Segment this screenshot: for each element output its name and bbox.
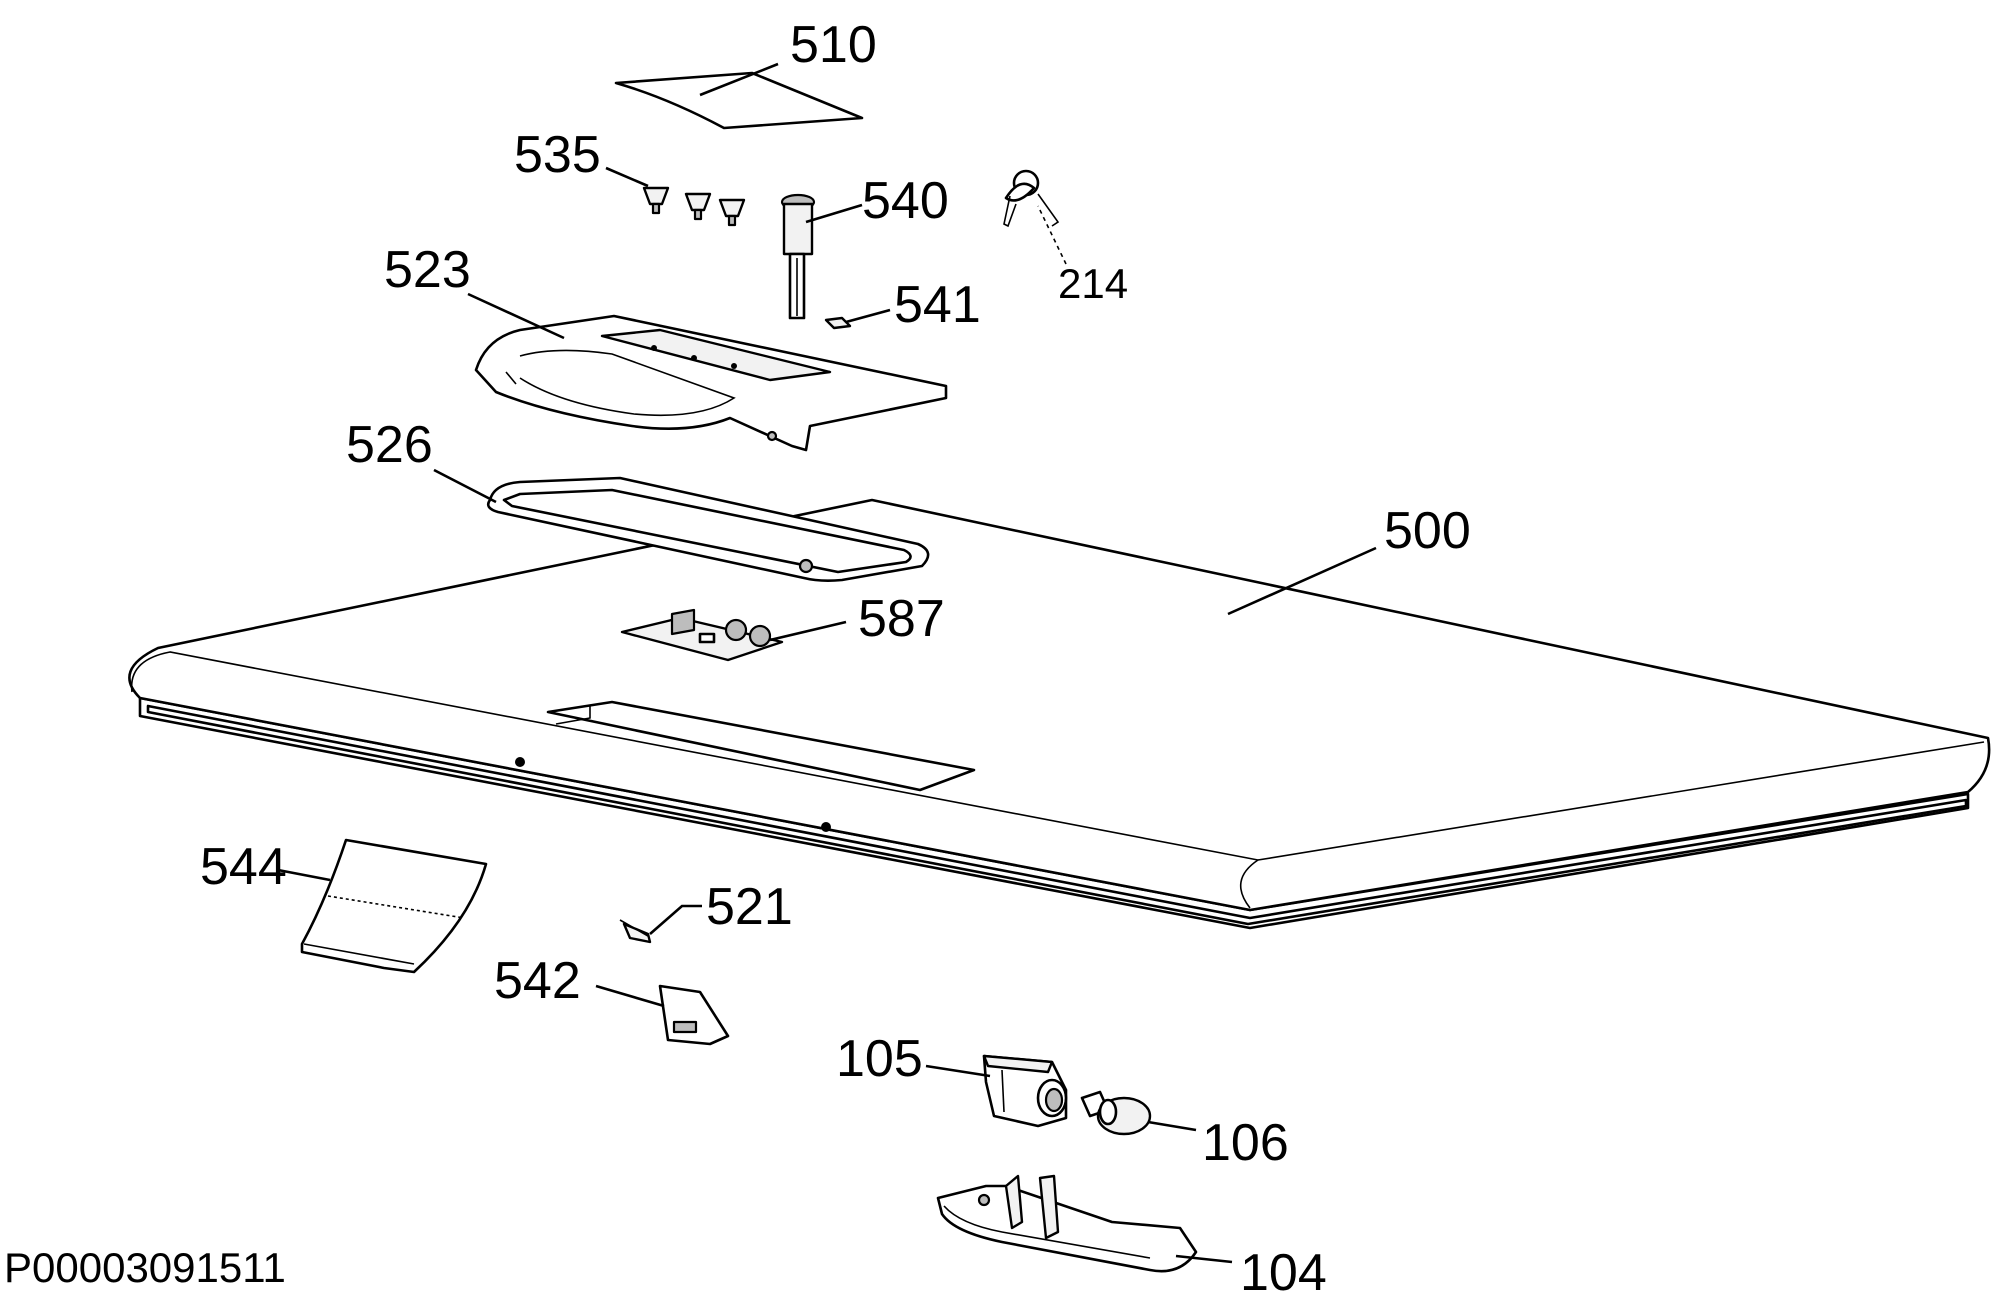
part-535-screws	[642, 186, 746, 227]
leader-lines	[277, 62, 1377, 1264]
callout-535: 535	[514, 126, 601, 184]
callout-521: 521	[706, 878, 793, 936]
part-523-lock-housing	[474, 314, 948, 452]
callout-544: 544	[200, 838, 287, 896]
part-521-screw	[619, 919, 652, 944]
part-526-gasket	[486, 476, 930, 582]
part-214-keys	[1003, 169, 1060, 228]
part-542-bracket	[658, 984, 730, 1046]
part-500-worktop	[128, 498, 1991, 930]
callout-541: 541	[894, 276, 981, 334]
part-510-label-strip	[614, 71, 864, 130]
part-540-lock-cylinder	[780, 193, 816, 320]
callout-510: 510	[790, 16, 877, 74]
callout-526: 526	[346, 416, 433, 474]
callout-labels: 510 535 540 214 523 541 526 500 587 544 …	[200, 16, 1471, 1302]
part-106-pin	[1080, 1090, 1152, 1136]
callout-104: 104	[1240, 1244, 1327, 1302]
callout-214: 214	[1058, 260, 1128, 307]
callout-587: 587	[858, 590, 945, 648]
callout-105: 105	[836, 1030, 923, 1088]
callout-540: 540	[862, 172, 949, 230]
part-587-circuit-board	[620, 608, 784, 662]
callout-106: 106	[1202, 1114, 1289, 1172]
part-544-cover	[300, 838, 488, 974]
callout-523: 523	[384, 241, 471, 299]
part-104-end-cap	[936, 1174, 1198, 1273]
part-105-hinge-block	[982, 1054, 1068, 1128]
document-id: P00003091511	[4, 1244, 286, 1291]
part-541-clip	[824, 316, 852, 330]
callout-500: 500	[1384, 502, 1471, 560]
callout-542: 542	[494, 952, 581, 1010]
